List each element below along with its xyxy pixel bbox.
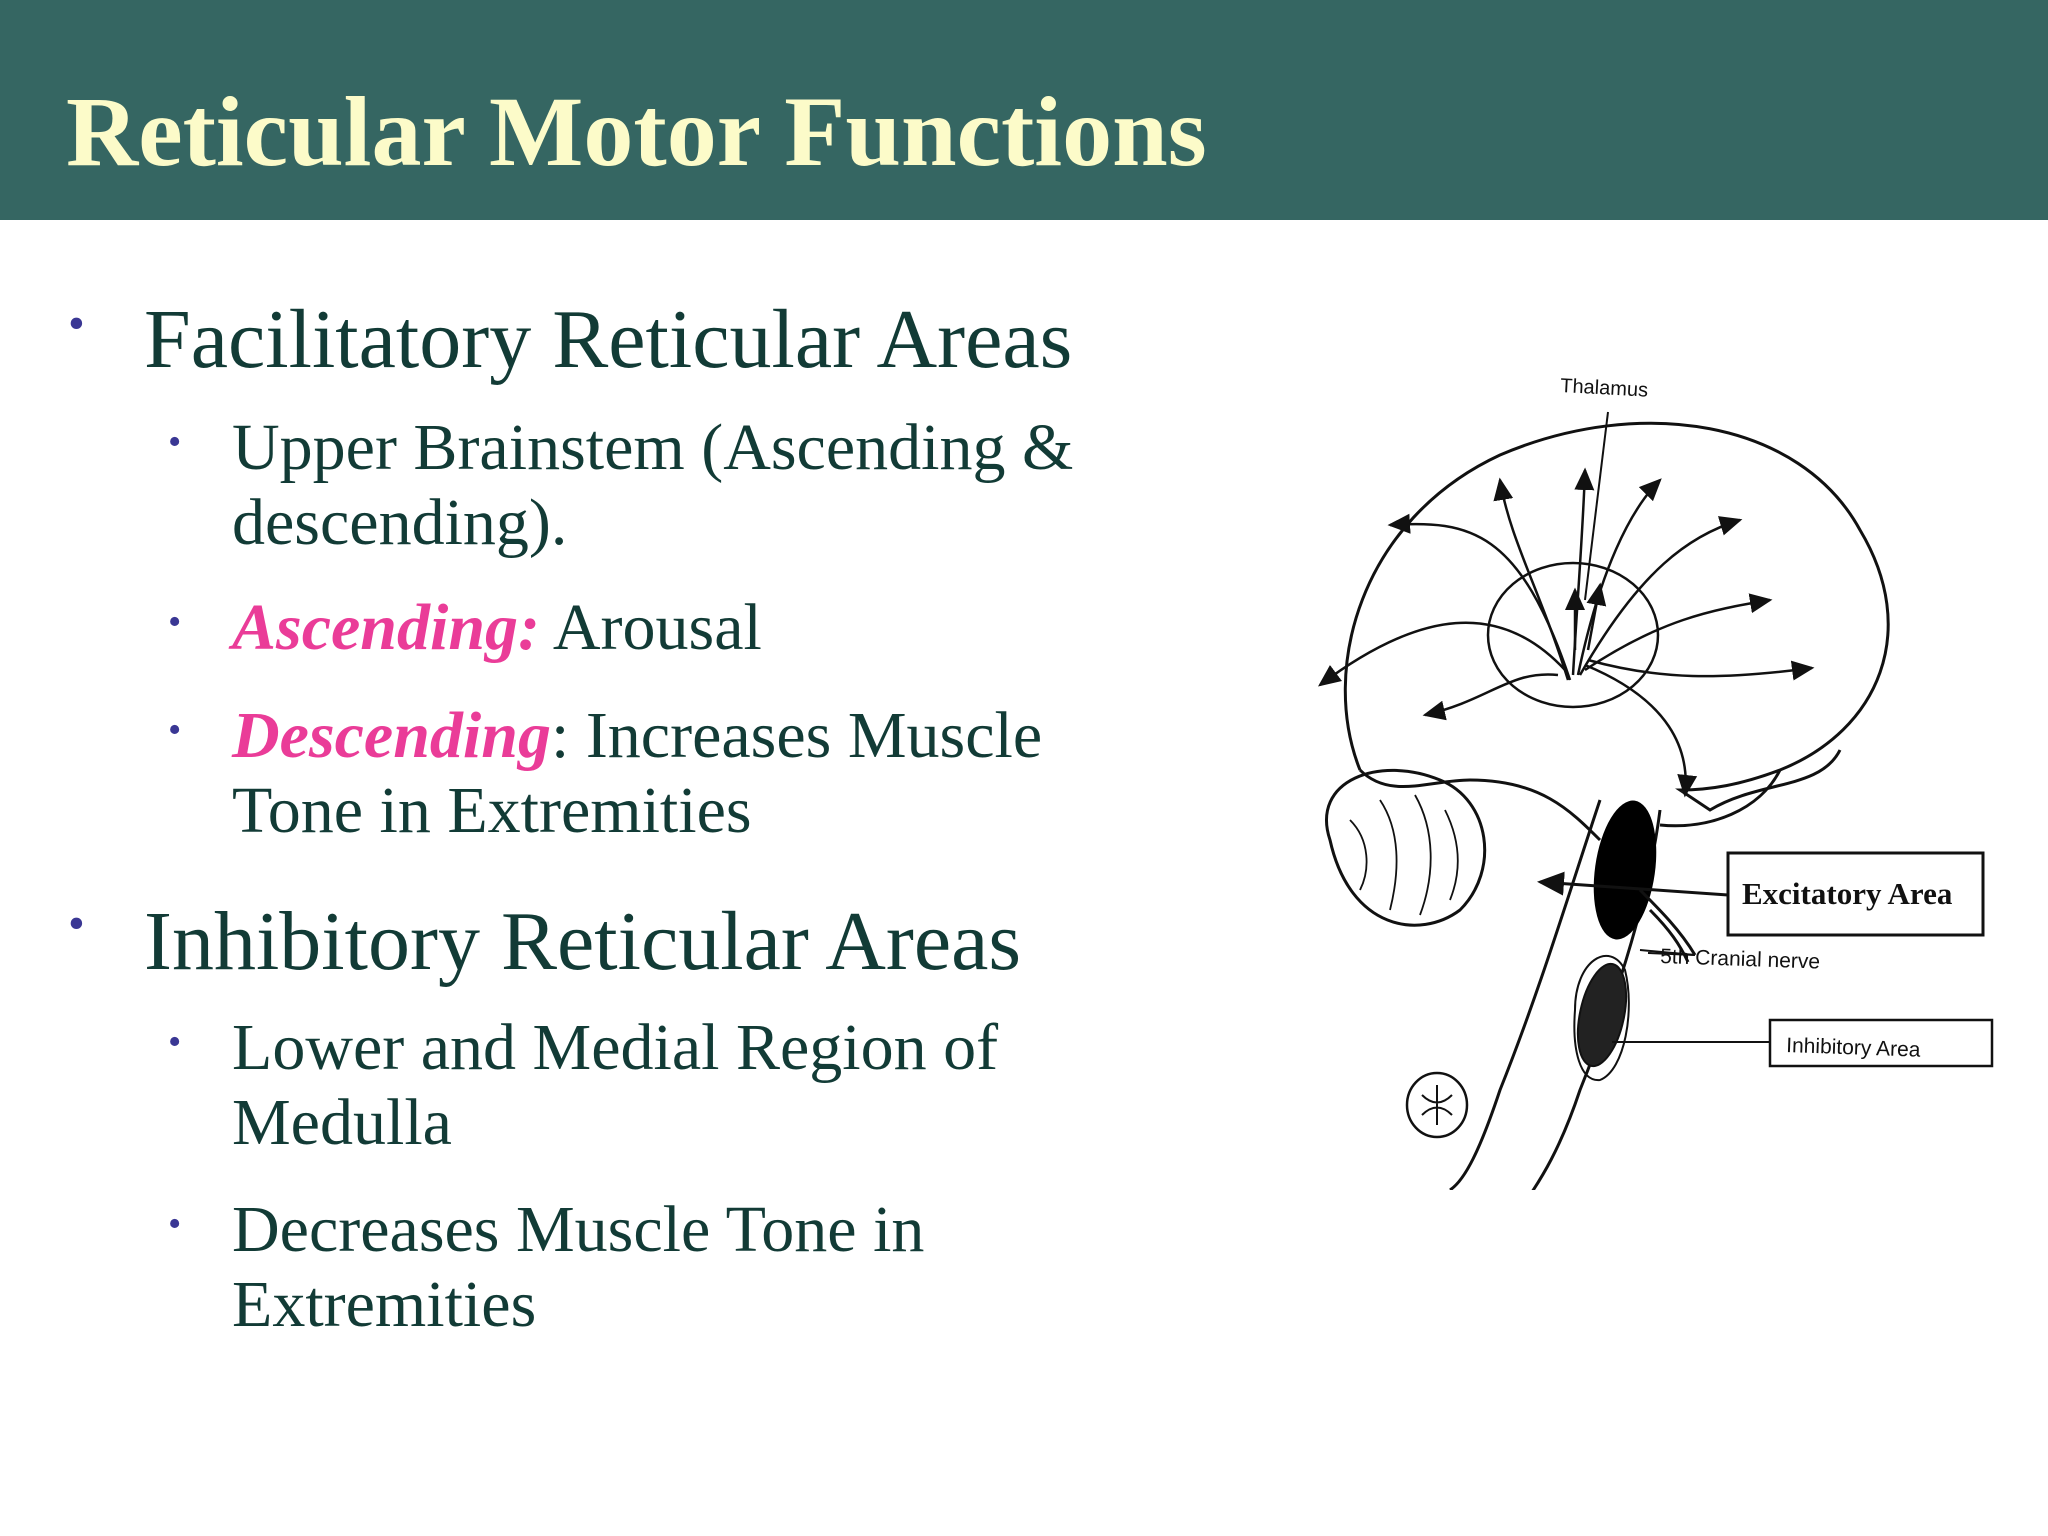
list-item-line: descending). [232, 486, 568, 559]
list-item-line: Medulla [232, 1086, 452, 1159]
thalamus-circle [1486, 561, 1660, 709]
list-item-line: Extremities [232, 1268, 537, 1341]
list-item-text: Arousal [540, 591, 762, 664]
thalamus-label: Thalamus [1560, 375, 1649, 402]
list-item-line: Tone in Extremities [232, 774, 752, 847]
bullet-dot: • [68, 897, 85, 950]
cerebrum-lower-edge [1358, 768, 1602, 842]
excitatory-label-box [1726, 851, 1985, 937]
bullet-dot: • [168, 1203, 182, 1245]
cranial-nerve-shape [1638, 888, 1697, 963]
list-item-line: Decreases Muscle Tone in [232, 1193, 925, 1266]
bullet-dot: • [168, 601, 182, 643]
excitatory-pointer [1537, 871, 1729, 897]
list-item-text: : Increases Muscle [550, 699, 1043, 772]
brain-diagram: Thalamus 5th Cranial nerve Excitatory Ar… [1240, 370, 2010, 1190]
list-item-ascending: Ascending: Arousal [232, 590, 762, 665]
excitatory-area-blob [1593, 800, 1657, 940]
excitatory-label: Excitatory Area [1742, 876, 1953, 911]
section-heading-facilitatory: Facilitatory Reticular Areas [144, 293, 1073, 386]
bullet-dot: • [168, 709, 182, 751]
section-heading-inhibitory: Inhibitory Reticular Areas [144, 895, 1022, 988]
inhibitory-area-outline [1573, 954, 1630, 1082]
slide-title: Reticular Motor Functions [66, 76, 1207, 187]
inhibitory-label: Inhibitory Area [1786, 1034, 1921, 1062]
list-item-line: Upper Brainstem (Ascending & [232, 411, 1074, 484]
cranial-nerve-line [1647, 952, 1696, 956]
list-item-line: Lower and Medial Region of [232, 1011, 999, 1084]
inhibitory-area-oval [1576, 962, 1628, 1068]
title-bar: Reticular Motor Functions [0, 0, 2048, 220]
cranial-nerve-label: 5th Cranial nerve [1660, 945, 1821, 974]
thalamus-pointer [1584, 411, 1609, 601]
bullet-dot: • [168, 1021, 182, 1063]
cerebrum-inner-edge [1659, 769, 1782, 828]
slide-content: • Facilitatory Reticular Areas • Upper B… [0, 220, 1230, 1536]
brain-diagram-svg: Thalamus 5th Cranial nerve Excitatory Ar… [1317, 375, 1994, 1190]
cerebellum-outline [1325, 768, 1487, 927]
projection-arrows [1317, 467, 1815, 798]
accent-term-descending: Descending [232, 699, 551, 772]
inhibitory-label-box [1768, 1018, 1994, 1068]
bullet-dot: • [68, 297, 85, 350]
bullet-dot: • [168, 421, 182, 463]
spinal-cord-gray-matter [1421, 1085, 1453, 1125]
list-item-upper-brainstem: Upper Brainstem (Ascending & descending)… [232, 410, 1073, 560]
list-item-lower-medial: Lower and Medial Region of Medulla [232, 1010, 998, 1160]
list-item-descending: Descending: Increases Muscle Tone in Ext… [232, 698, 1042, 848]
accent-term-ascending: Ascending: [232, 591, 541, 664]
cerebellum-folia [1349, 794, 1459, 916]
brainstem-left-edge [1449, 799, 1602, 1190]
list-item-decreases-tone: Decreases Muscle Tone in Extremities [232, 1192, 924, 1342]
